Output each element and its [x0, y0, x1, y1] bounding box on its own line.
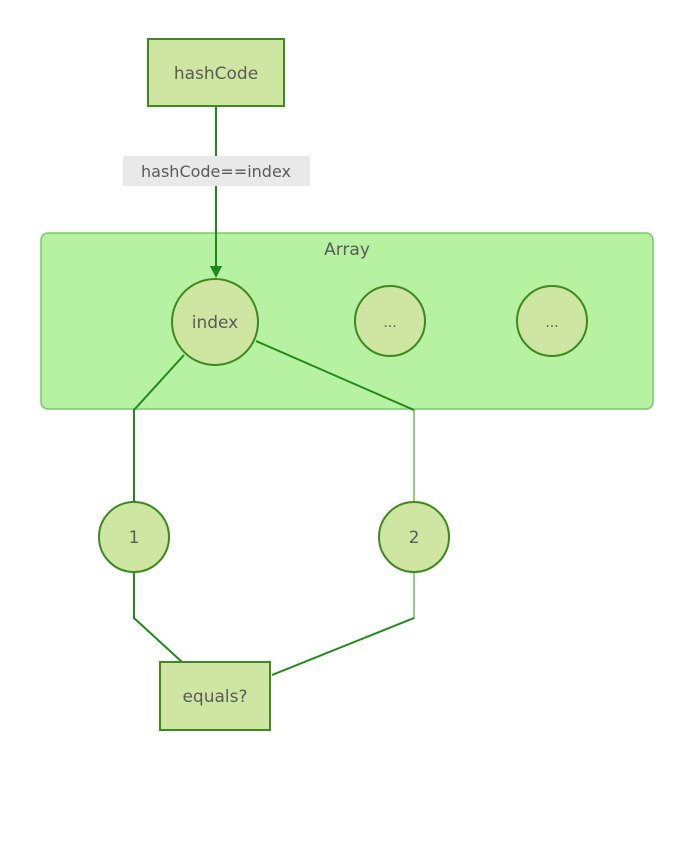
array-slot-2-label: ... [383, 315, 396, 331]
edge-bucket-1-to-equals [133, 570, 183, 663]
bucket-1-label: 1 [129, 528, 140, 548]
edge-index-to-bucket-1 [133, 354, 185, 504]
edge-bucket-2-to-equals-overlay [271, 617, 415, 676]
edge-bucket-2-to-equals [271, 570, 415, 676]
index-slot-node [171, 278, 259, 366]
hashcode-node [147, 38, 285, 107]
index-slot-label: index [192, 313, 239, 333]
edge-label-hashcode-equals-index: hashCode==index [141, 162, 291, 181]
bucket-1-node [98, 501, 170, 573]
array-slot-3-node [516, 285, 588, 357]
array-title: Array [324, 240, 370, 260]
bucket-2-label: 2 [409, 528, 420, 548]
hashcode-label: hashCode [174, 64, 258, 84]
equals-node [159, 661, 271, 731]
array-container [40, 232, 654, 410]
array-slot-2-node [354, 285, 426, 357]
edge-index-to-bucket-2-overlay [255, 340, 415, 411]
bucket-2-node [378, 501, 450, 573]
array-slot-3-label: ... [545, 315, 558, 331]
edge-label-background [123, 156, 310, 186]
equals-label: equals? [182, 687, 247, 707]
